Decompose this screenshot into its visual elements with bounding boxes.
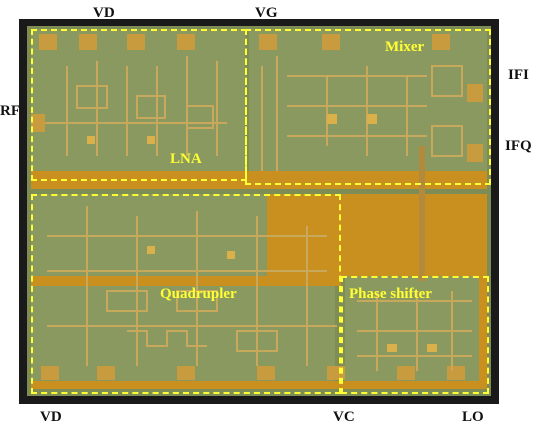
pad (257, 366, 275, 380)
pad (127, 34, 145, 50)
pad (79, 34, 97, 50)
ground-strip-bottom (31, 381, 487, 389)
mixer-box (245, 29, 491, 185)
lna-box (31, 29, 247, 181)
circuit-detail (45, 56, 472, 371)
pad (39, 34, 57, 50)
ifi-label: IFI (508, 67, 529, 83)
phase-shifter-block-label: Phase shifter (349, 286, 432, 302)
chip-die-photo: LNA Mixer Quadrupler Phase shifter (19, 19, 499, 404)
pad (41, 366, 59, 380)
mixer-block-label: Mixer (385, 39, 425, 55)
vc-label: VC (333, 409, 355, 425)
pad (467, 84, 483, 102)
pad (177, 366, 195, 380)
vd-bottom-label: VD (40, 409, 62, 425)
die-surface: LNA Mixer Quadrupler Phase shifter (27, 26, 491, 396)
rf-label: RF (0, 103, 20, 119)
phase-shifter-box (341, 276, 489, 394)
vg-label: VG (255, 5, 278, 21)
ifq-label: IFQ (505, 138, 532, 154)
quadrupler-box (31, 194, 341, 394)
pad (467, 144, 483, 162)
pad (177, 34, 195, 50)
pad (322, 34, 340, 50)
pad (397, 366, 415, 380)
pad (432, 34, 450, 50)
lo-label: LO (462, 409, 484, 425)
lna-block-label: LNA (170, 151, 202, 167)
pad (97, 366, 115, 380)
vd-top-label: VD (93, 5, 115, 21)
lo-feed-trace (419, 146, 425, 281)
pad (259, 34, 277, 50)
pad (31, 114, 45, 132)
ground-strip-mid (31, 276, 341, 286)
quadrupler-block-label: Quadrupler (160, 286, 237, 302)
ground-strip-right (479, 194, 487, 389)
